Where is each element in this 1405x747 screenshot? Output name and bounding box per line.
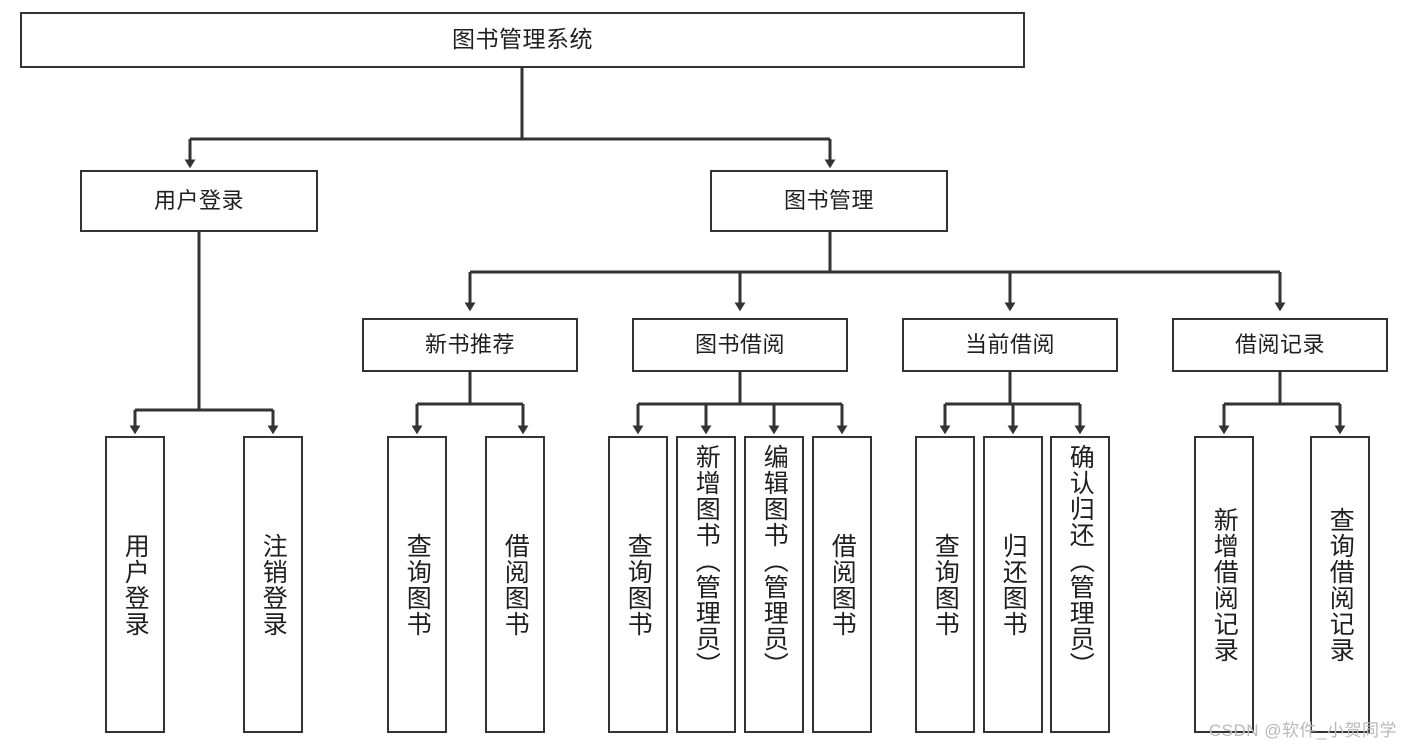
- node-borrow-record[interactable]: 借阅记录: [1172, 318, 1388, 372]
- node-new-book-recommend-label: 新书推荐: [424, 331, 515, 357]
- node-current-borrow-label: 当前借阅: [964, 331, 1055, 357]
- node-book-manage-label: 图书管理: [783, 187, 874, 213]
- leaf-current-borrow-confirm-label: 确认归还（管理员）: [1066, 444, 1095, 678]
- node-root-system[interactable]: 图书管理系统: [20, 12, 1025, 68]
- leaf-new-book-borrow[interactable]: 借阅图书: [485, 436, 545, 733]
- leaf-borrow-record-query[interactable]: 查询借阅记录: [1310, 436, 1370, 733]
- leaf-book-borrow-add[interactable]: 新增图书（管理员）: [676, 436, 736, 733]
- leaf-current-borrow-query-label: 查询图书: [931, 532, 960, 637]
- leaf-user-login-login[interactable]: 用户登录: [105, 436, 165, 733]
- node-book-borrow-label: 图书借阅: [694, 331, 785, 357]
- leaf-user-login-logout-label: 注销登录: [259, 532, 288, 637]
- node-root-label: 图书管理系统: [452, 26, 593, 53]
- leaf-book-borrow-edit-label: 编辑图书（管理员）: [760, 444, 789, 678]
- leaf-current-borrow-return-label: 归还图书: [999, 532, 1028, 637]
- node-borrow-record-label: 借阅记录: [1234, 331, 1325, 357]
- node-current-borrow[interactable]: 当前借阅: [902, 318, 1118, 372]
- leaf-new-book-query-label: 查询图书: [403, 532, 432, 637]
- leaf-book-borrow-query[interactable]: 查询图书: [608, 436, 668, 733]
- leaf-borrow-record-add-label: 新增借阅记录: [1210, 506, 1239, 663]
- leaf-borrow-record-add[interactable]: 新增借阅记录: [1194, 436, 1254, 733]
- node-book-manage[interactable]: 图书管理: [710, 170, 948, 232]
- leaf-book-borrow-borrow-label: 借阅图书: [828, 532, 857, 637]
- leaf-book-borrow-borrow[interactable]: 借阅图书: [812, 436, 872, 733]
- node-book-borrow[interactable]: 图书借阅: [632, 318, 848, 372]
- leaf-current-borrow-query[interactable]: 查询图书: [915, 436, 975, 733]
- node-new-book-recommend[interactable]: 新书推荐: [362, 318, 578, 372]
- leaf-new-book-borrow-label: 借阅图书: [501, 532, 530, 637]
- leaf-new-book-query[interactable]: 查询图书: [387, 436, 447, 733]
- leaf-current-borrow-return[interactable]: 归还图书: [983, 436, 1043, 733]
- leaf-book-borrow-query-label: 查询图书: [624, 532, 653, 637]
- node-user-login[interactable]: 用户登录: [80, 170, 318, 232]
- leaf-book-borrow-add-label: 新增图书（管理员）: [692, 444, 721, 678]
- leaf-user-login-logout[interactable]: 注销登录: [243, 436, 303, 733]
- leaf-current-borrow-confirm[interactable]: 确认归还（管理员）: [1050, 436, 1110, 733]
- csdn-watermark: CSDN @软件_小贺同学: [1208, 721, 1397, 740]
- leaf-borrow-record-query-label: 查询借阅记录: [1326, 506, 1355, 663]
- node-user-login-label: 用户登录: [153, 187, 244, 213]
- leaf-user-login-login-label: 用户登录: [121, 532, 150, 637]
- leaf-book-borrow-edit[interactable]: 编辑图书（管理员）: [744, 436, 804, 733]
